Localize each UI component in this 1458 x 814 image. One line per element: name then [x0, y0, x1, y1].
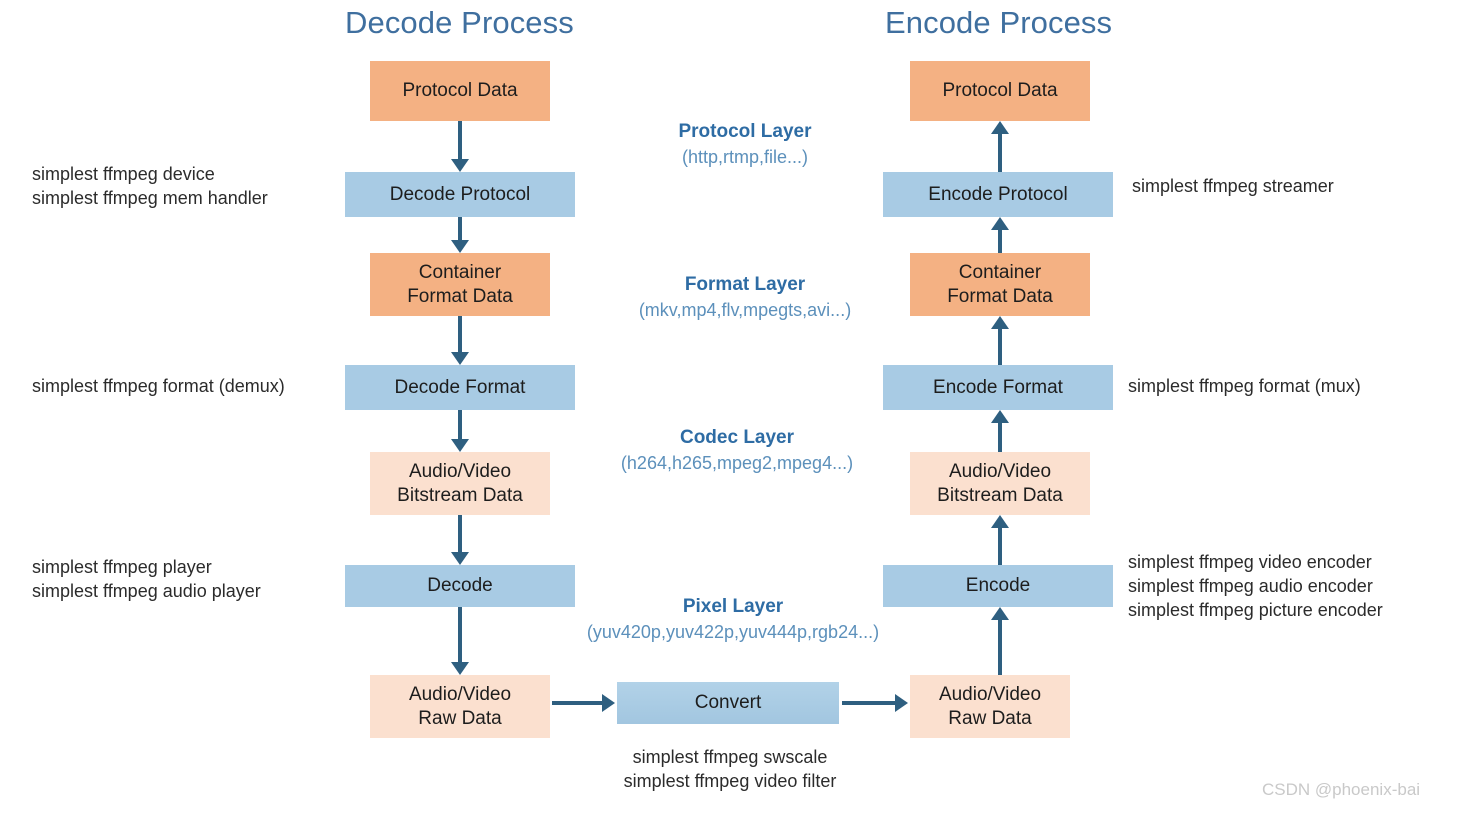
- encode-box-encode-protocol: Encode Protocol: [883, 172, 1113, 217]
- layer-label-pixel: Pixel Layer (yuv420p,yuv422p,yuv444p,rgb…: [578, 594, 888, 644]
- layer-label-codec: Codec Layer (h264,h265,mpeg2,mpeg4...): [592, 425, 882, 475]
- left-note-decode-line-1: simplest ffmpeg player: [32, 557, 212, 577]
- encode-box-encode: Encode: [883, 565, 1113, 607]
- arrow-encode-bitstream-to-encodeformat: [990, 410, 1010, 452]
- arrow-encode-rawdata-to-encode: [990, 607, 1010, 675]
- arrow-decode-decode-to-rawdata: [450, 607, 470, 675]
- right-note-protocol-line-1: simplest ffmpeg streamer: [1132, 176, 1334, 196]
- left-note-format: simplest ffmpeg format (demux): [32, 375, 285, 399]
- convert-box: Convert: [617, 682, 839, 724]
- left-note-format-line-1: simplest ffmpeg format (demux): [32, 376, 285, 396]
- arrow-decode-decodeformat-to-bitstream: [450, 410, 470, 452]
- encode-box-encode-format: Encode Format: [883, 365, 1113, 410]
- arrow-decode-protocoldata-to-decodeprotocol: [450, 121, 470, 172]
- arrow-decode-decodeprotocol-to-container: [450, 217, 470, 253]
- right-note-protocol: simplest ffmpeg streamer: [1132, 175, 1334, 199]
- layer-codec-name: Codec Layer: [679, 427, 795, 448]
- layer-protocol-name: Protocol Layer: [678, 121, 812, 142]
- convert-note: simplest ffmpeg swscale simplest ffmpeg …: [600, 746, 860, 794]
- encode-box-protocol-data: Protocol Data: [910, 61, 1090, 121]
- left-note-decode: simplest ffmpeg player simplest ffmpeg a…: [32, 556, 261, 604]
- arrow-encode-encodeformat-to-container: [990, 316, 1010, 365]
- layer-pixel-name: Pixel Layer: [682, 596, 784, 617]
- arrow-encode-encode-to-bitstream: [990, 515, 1010, 565]
- encode-process-title: Encode Process: [885, 5, 1113, 40]
- right-note-encode-line-2: simplest ffmpeg audio encoder: [1128, 575, 1373, 596]
- layer-label-protocol: Protocol Layer (http,rtmp,file...): [600, 119, 890, 169]
- csdn-watermark: CSDN @phoenix-bai: [1262, 780, 1421, 799]
- convert-note-line-2: simplest ffmpeg video filter: [623, 770, 837, 791]
- layer-codec-examples: (h264,h265,mpeg2,mpeg4...): [620, 452, 854, 473]
- layer-pixel-examples: (yuv420p,yuv422p,yuv444p,rgb24...): [586, 621, 880, 642]
- layer-label-format: Format Layer (mkv,mp4,flv,mpegts,avi...): [600, 272, 890, 322]
- decode-box-decode-format: Decode Format: [345, 365, 575, 410]
- right-note-encode-line-3: simplest ffmpeg picture encoder: [1128, 599, 1383, 620]
- decode-process-title: Decode Process: [345, 5, 574, 40]
- left-note-protocol-line-1: simplest ffmpeg device: [32, 164, 215, 184]
- decode-box-protocol-data: Protocol Data: [370, 61, 550, 121]
- arrow-convert-to-encoderaw: [842, 693, 908, 713]
- layer-format-examples: (mkv,mp4,flv,mpegts,avi...): [638, 299, 852, 320]
- convert-note-line-1: simplest ffmpeg swscale: [632, 747, 828, 767]
- arrow-decode-bitstream-to-decode: [450, 515, 470, 565]
- arrow-decode-container-to-decodeformat: [450, 316, 470, 365]
- decode-box-decode-protocol: Decode Protocol: [345, 172, 575, 217]
- arrow-encode-encodeprotocol-to-protocoldata: [990, 121, 1010, 172]
- left-note-protocol-line-2: simplest ffmpeg mem handler: [32, 187, 268, 208]
- left-note-decode-line-2: simplest ffmpeg audio player: [32, 580, 261, 601]
- right-note-format: simplest ffmpeg format (mux): [1128, 375, 1361, 399]
- arrow-encode-container-to-encodeprotocol: [990, 217, 1010, 253]
- right-note-format-line-1: simplest ffmpeg format (mux): [1128, 376, 1361, 396]
- right-note-encode: simplest ffmpeg video encoder simplest f…: [1128, 551, 1383, 622]
- decode-box-decode: Decode: [345, 565, 575, 607]
- layer-format-name: Format Layer: [684, 274, 806, 295]
- layer-protocol-examples: (http,rtmp,file...): [681, 146, 809, 167]
- right-note-encode-line-1: simplest ffmpeg video encoder: [1128, 552, 1372, 572]
- left-note-protocol: simplest ffmpeg device simplest ffmpeg m…: [32, 163, 268, 211]
- arrow-decoderaw-to-convert: [552, 693, 615, 713]
